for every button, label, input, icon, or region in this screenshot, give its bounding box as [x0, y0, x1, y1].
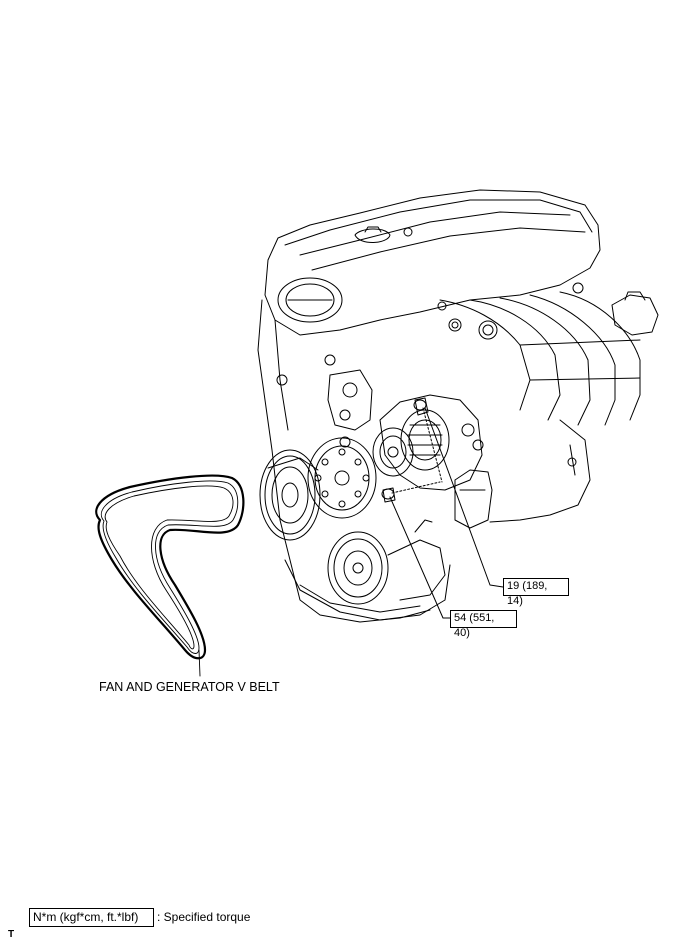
- lower-bolt: [381, 481, 441, 503]
- belt-label: FAN AND GENERATOR V BELT: [99, 680, 280, 694]
- generator: [379, 394, 484, 491]
- idler-pulley: [372, 427, 414, 477]
- corner-mark: T: [8, 929, 15, 940]
- water-pump-pulley: [307, 437, 377, 519]
- upper-bolt: [413, 397, 443, 483]
- torque-value-cont: 14): [507, 595, 523, 607]
- torque-value: 19 (189,: [507, 580, 548, 592]
- torque-label-lower-bolt: 54 (551, 40): [450, 610, 517, 639]
- v-belt: [95, 474, 245, 677]
- legend-unit-box: N*m (kgf*cm, ft.*lbf): [29, 908, 154, 927]
- engine-block: [257, 189, 659, 623]
- torque-value: 54 (551,: [454, 612, 495, 624]
- torque-value-cont: 40): [454, 627, 470, 639]
- crankshaft-pulley: [259, 449, 321, 541]
- torque-label-upper-bolt: 19 (189, 14): [503, 578, 569, 607]
- compressor-pulley: [327, 519, 446, 605]
- torque-leaders: [389, 407, 504, 619]
- legend-description: : Specified torque: [157, 910, 251, 924]
